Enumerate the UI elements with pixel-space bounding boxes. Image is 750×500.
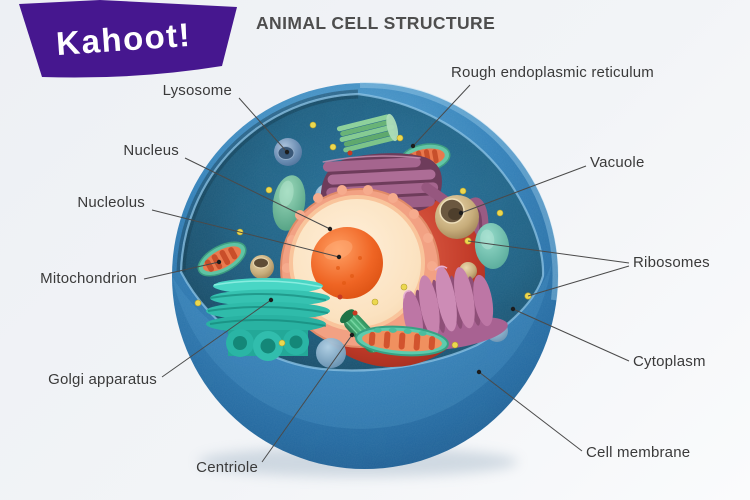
- vacuole-line: [460, 165, 587, 214]
- mitochondrion-left-illustration: [197, 241, 247, 277]
- centriole-top-illustration: [336, 113, 399, 153]
- label-cell-membrane: Cell membrane: [586, 444, 691, 461]
- ribosomes-line-lower: [527, 265, 630, 297]
- kahoot-logo: Kahoot!: [19, 0, 237, 78]
- centriole-line: [261, 334, 353, 463]
- ribosome-dots: [194, 121, 532, 349]
- label-mitochondrion: Mitochondrion: [40, 270, 137, 287]
- label-lines: [143, 84, 630, 463]
- label-golgi: Golgi apparatus: [48, 371, 157, 388]
- organelles-back: [197, 113, 510, 367]
- light-blue-sphere-bottom: [316, 338, 346, 368]
- label-centriole: Centriole: [196, 459, 258, 476]
- nucleus-line: [184, 157, 331, 230]
- cytoplasm-line: [512, 308, 630, 362]
- lysosome-line: [238, 97, 288, 153]
- golgi-apparatus-illustration: [206, 278, 330, 361]
- nuclear-pores: [282, 185, 437, 273]
- label-lysosome: Lysosome: [162, 82, 232, 99]
- vacuole-illustration: [435, 195, 479, 239]
- cell-membrane-line: [478, 371, 583, 452]
- line-end-dots: [216, 143, 516, 375]
- ribosomes-line-upper: [467, 240, 630, 264]
- label-rough-er: Rough endoplasmic reticulum: [451, 64, 655, 81]
- mitochondrion-line: [143, 261, 220, 280]
- nucleolus-illustration: [311, 227, 383, 299]
- label-nucleolus: Nucleolus: [77, 194, 145, 211]
- beige-cup-left: [250, 255, 274, 279]
- mitochondrion-bottom-illustration: [355, 325, 449, 357]
- smooth-er-illustration: [402, 265, 508, 351]
- golgi-line: [161, 299, 272, 378]
- label-ribosomes: Ribosomes: [633, 254, 710, 271]
- nucleolus-line: [151, 209, 340, 258]
- kahoot-logo-banner: [19, 0, 237, 78]
- label-nucleus: Nucleus: [123, 142, 179, 159]
- label-vacuole: Vacuole: [590, 154, 645, 171]
- organelles-front: [194, 121, 532, 368]
- rough-er-line: [412, 84, 471, 147]
- red-granules: [337, 150, 358, 316]
- page-title: ANIMAL CELL STRUCTURE: [256, 13, 496, 33]
- label-cytoplasm: Cytoplasm: [633, 353, 706, 370]
